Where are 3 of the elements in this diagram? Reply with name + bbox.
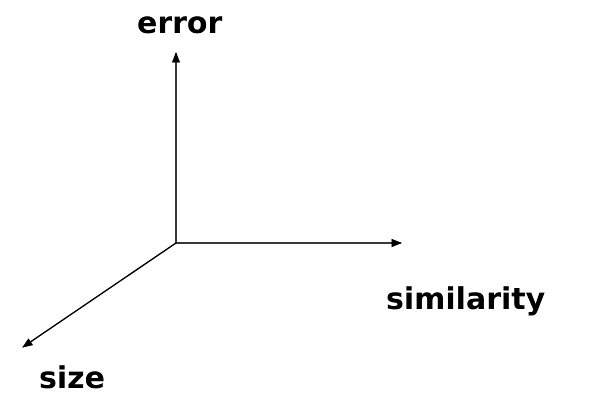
axis-label: error xyxy=(137,9,222,39)
axis-label: size xyxy=(39,364,105,394)
axis-label: similarity xyxy=(386,285,546,315)
